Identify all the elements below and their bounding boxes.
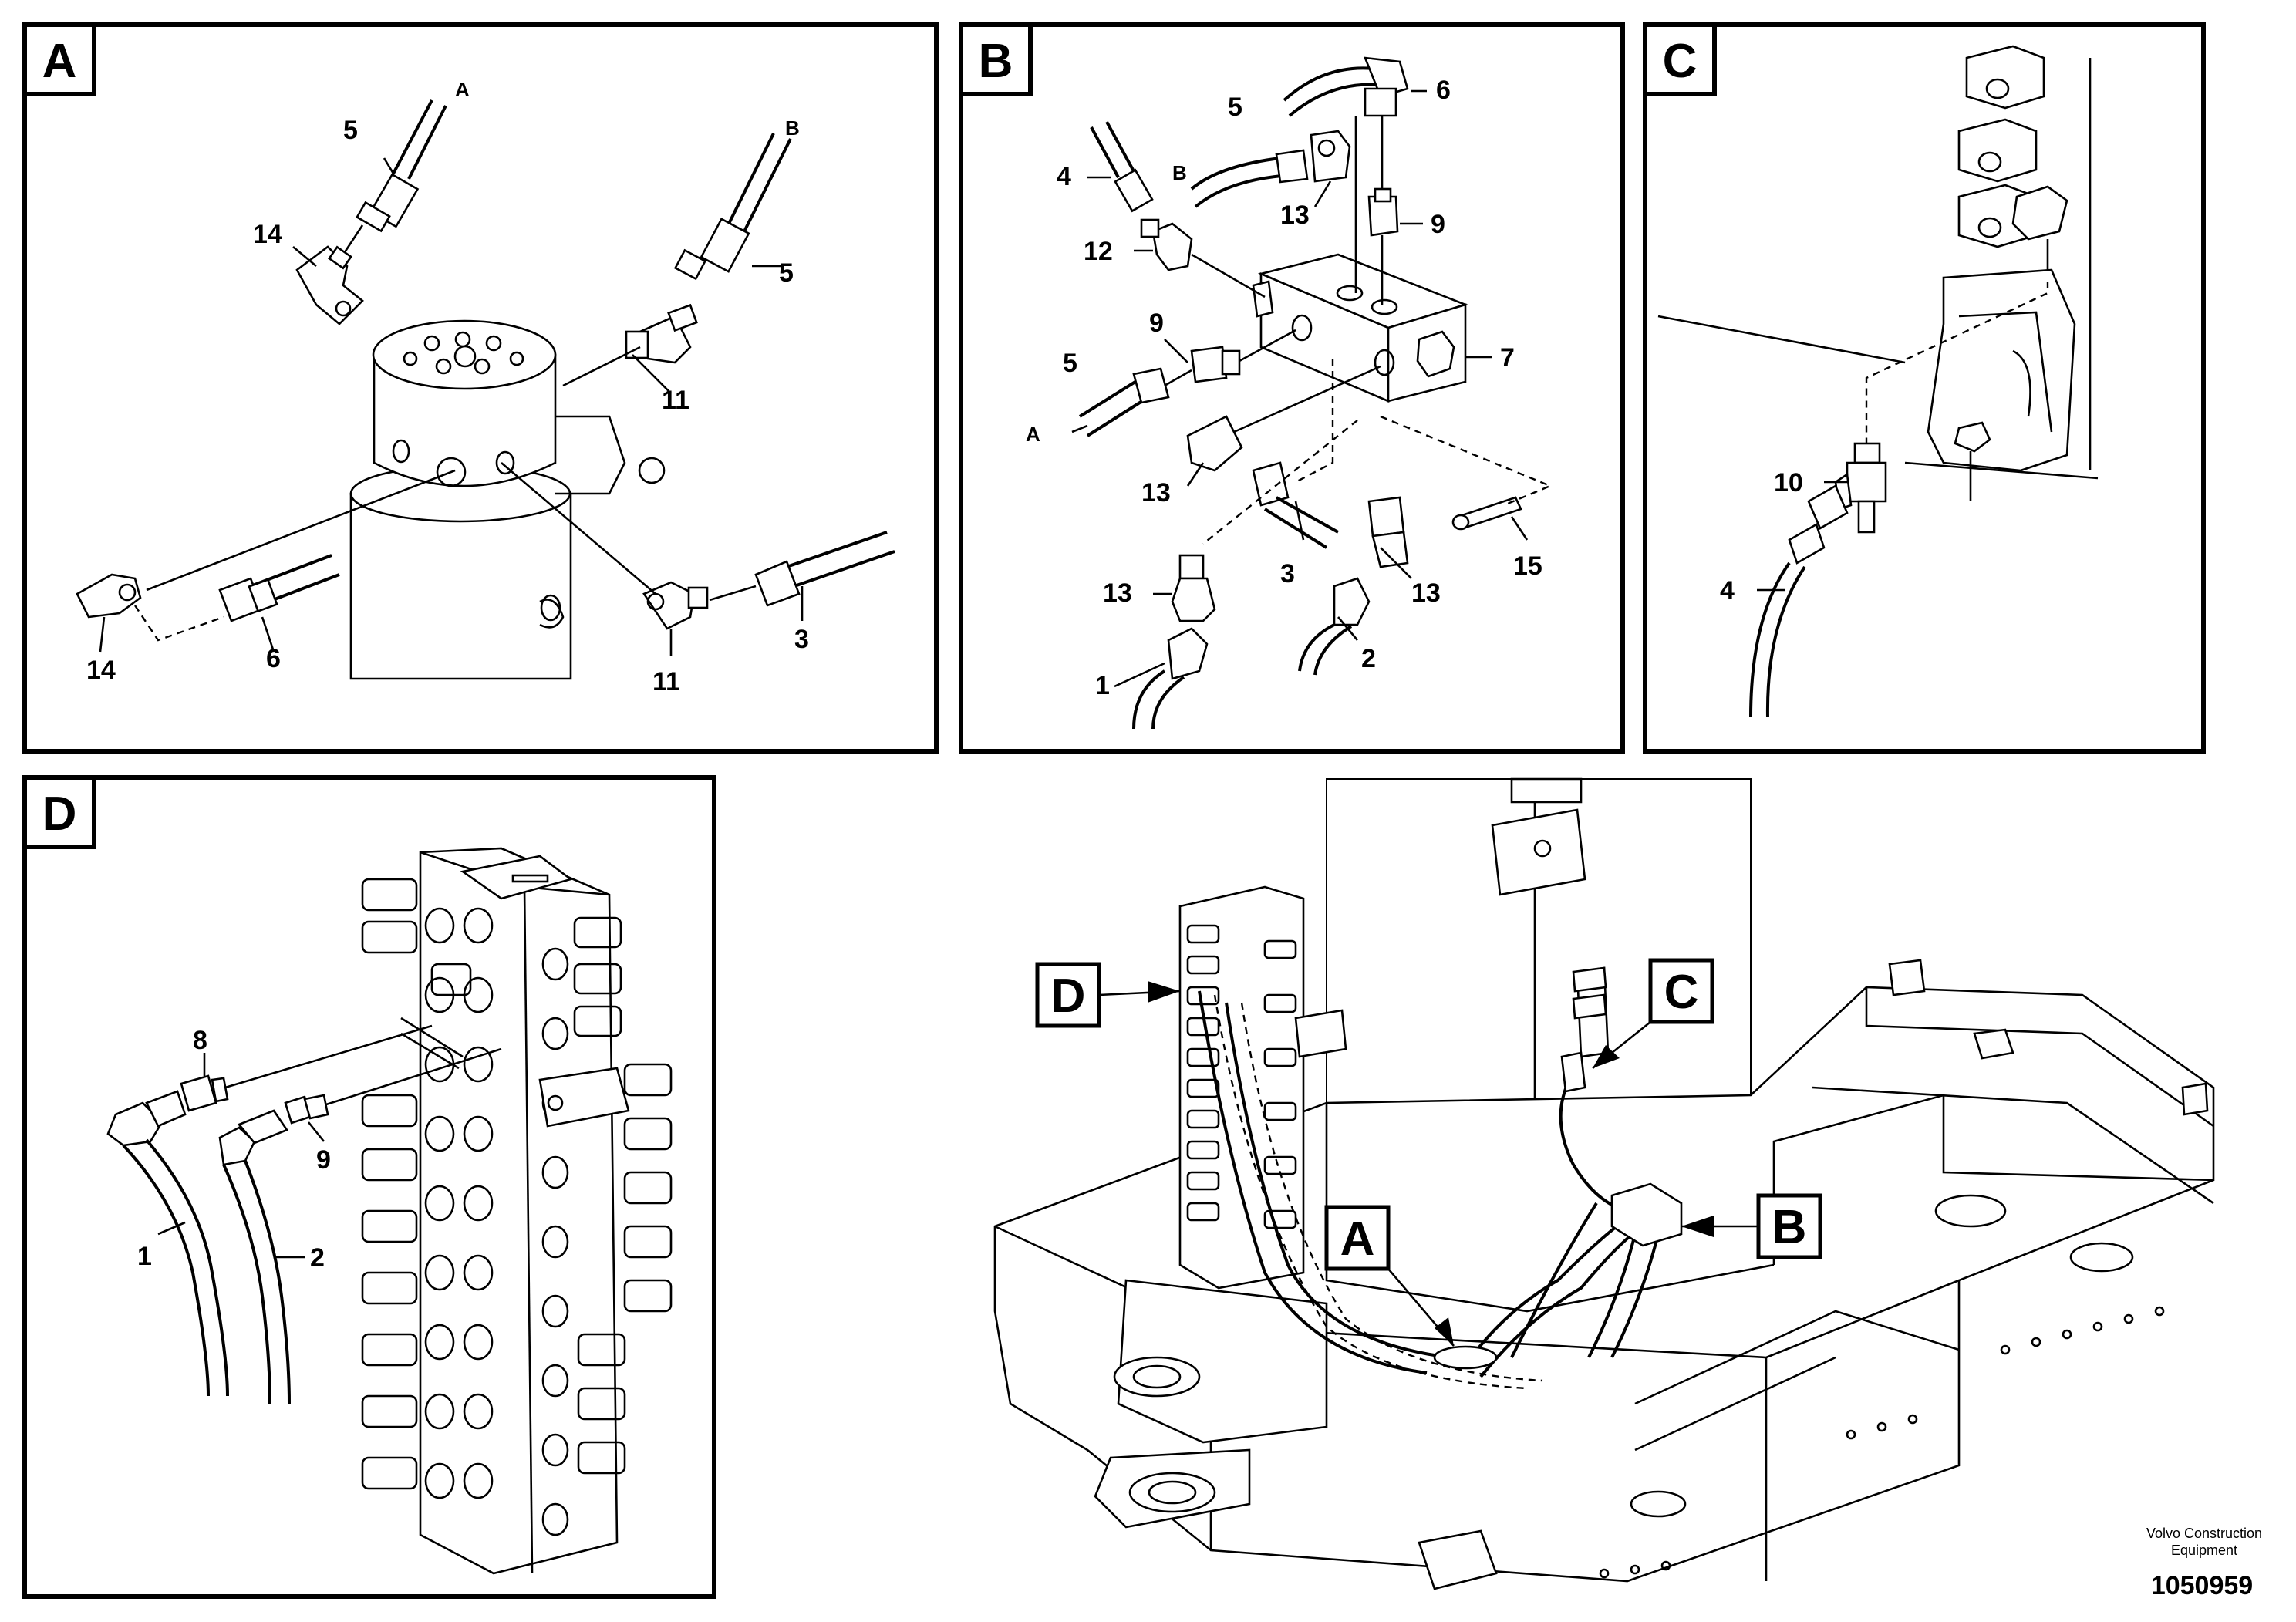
elbow-14-top: [295, 245, 364, 325]
mounting-bracket: [1657, 45, 2099, 501]
b-callout-15: 15: [1513, 551, 1542, 581]
hose-5-right: [673, 133, 792, 281]
b-callout-letter-a: A: [1026, 423, 1040, 446]
d-callout-8: 8: [193, 1026, 207, 1055]
a-callout-5-top: 5: [343, 116, 358, 145]
b-callout-4: 4: [1057, 162, 1071, 191]
d-fitting-8: [180, 1024, 433, 1112]
panel-d-label: D: [42, 787, 77, 841]
panel-b-frame: [959, 22, 1625, 754]
panel-d: D: [22, 775, 716, 1599]
b-elbow-13-right: [1298, 496, 1409, 676]
panel-b-label: B: [979, 35, 1013, 88]
b-callout-9-top: 9: [1431, 210, 1445, 239]
b-callout-7: 7: [1500, 343, 1515, 373]
a-callout-14-bottom: 14: [86, 656, 116, 685]
b-elbow-13-mid: [1186, 365, 1381, 472]
footer: Volvo Construction Equipment 1050959: [2146, 1526, 2262, 1600]
b-callout-5-top: 5: [1228, 93, 1242, 122]
panel-a-label-box: [22, 22, 96, 96]
d-fitting-9: [284, 1047, 502, 1125]
a-callout-5-right: 5: [779, 258, 794, 288]
b-hose-5-left: [1078, 367, 1192, 437]
panel-b-label-box: [959, 22, 1033, 96]
elbow-11-top: [625, 303, 698, 364]
d-hose-2: [218, 1109, 291, 1404]
panel-d-label-box: [22, 775, 96, 849]
hose-5-top: [342, 99, 447, 255]
b-elbow-13-left: [1132, 554, 1216, 730]
panel-b: B: [959, 22, 1625, 754]
panel-d-frame: [22, 775, 716, 1599]
panel-c: C: [1643, 22, 2206, 754]
pointer-b: B: [1772, 1201, 1807, 1254]
c-tee-fitting-10: [1834, 442, 1887, 534]
a-callout-14-top: 14: [253, 220, 282, 249]
company-line-1: Volvo Construction: [2146, 1526, 2262, 1541]
b-fitting-9-left: [1190, 329, 1296, 383]
d-callout-2: 2: [310, 1243, 325, 1273]
d-callout-9: 9: [316, 1145, 331, 1175]
a-callout-3: 3: [794, 625, 809, 654]
b-callout-12: 12: [1084, 237, 1113, 266]
pointer-a: A: [1340, 1212, 1375, 1266]
b-callout-2: 2: [1361, 644, 1376, 673]
b-hose-5-top: [1190, 130, 1351, 208]
pointer-b-box: [1756, 1193, 1822, 1259]
company-line-2: Equipment: [2171, 1543, 2237, 1558]
elbow-11-bottom: [642, 581, 709, 630]
elbow-14-bottom: [76, 573, 142, 619]
pointer-c-box: [1648, 958, 1714, 1024]
b-hose-3: [1252, 461, 1339, 549]
b-callout-13-top: 13: [1280, 201, 1310, 230]
panel-c-label-box: [1643, 22, 1717, 96]
b-callout-13-right: 13: [1411, 578, 1441, 608]
a-callout-letter-a: A: [455, 78, 470, 101]
panel-c-frame: [1643, 22, 2206, 754]
c-hose-4: [1749, 484, 1849, 718]
b-callout-letter-b: B: [1172, 161, 1187, 184]
b-callout-3: 3: [1280, 559, 1295, 588]
b-pin-15: [1451, 496, 1522, 531]
panel-c-label: C: [1663, 35, 1698, 88]
a-callout-11-top: 11: [662, 386, 689, 415]
pointer-a-box: [1324, 1205, 1391, 1271]
d-hose-1: [106, 1090, 229, 1397]
swivel-joint: [349, 319, 666, 680]
overview-pointers: D C A B: [1035, 958, 1822, 1347]
overview-frame: [993, 777, 2215, 1590]
b-callout-13-mid: 13: [1141, 478, 1171, 508]
b-elbow-12: [1140, 218, 1266, 298]
pointer-d: D: [1051, 969, 1086, 1023]
document-number: 1050959: [2151, 1571, 2253, 1600]
b-hose-4: [1090, 121, 1154, 213]
b-fitting-9-top: [1354, 116, 1399, 305]
b-callout-1: 1: [1095, 671, 1110, 700]
c-callout-4: 4: [1720, 576, 1735, 605]
hose-3-bottom: [754, 531, 895, 607]
b-hose-6: [1283, 56, 1409, 117]
c-callout-10: 10: [1774, 468, 1803, 497]
panel-a-frame: [22, 22, 939, 754]
b-callout-6: 6: [1436, 76, 1451, 105]
b-callout-13-left: 13: [1103, 578, 1132, 608]
b-callout-5-left: 5: [1063, 349, 1077, 378]
valve-block-7: [1252, 253, 1468, 403]
d-callout-1: 1: [137, 1242, 152, 1271]
panel-a-label: A: [42, 35, 77, 88]
b-callout-9-left: 9: [1149, 309, 1164, 338]
hose-6-bottom: [218, 554, 340, 622]
panel-a: A: [22, 22, 939, 754]
a-callout-11-bottom: 11: [652, 667, 680, 696]
a-callout-letter-b: B: [785, 116, 800, 140]
control-valve-stack: [361, 847, 673, 1575]
pointer-c: C: [1664, 966, 1699, 1019]
a-callout-6: 6: [266, 644, 281, 673]
